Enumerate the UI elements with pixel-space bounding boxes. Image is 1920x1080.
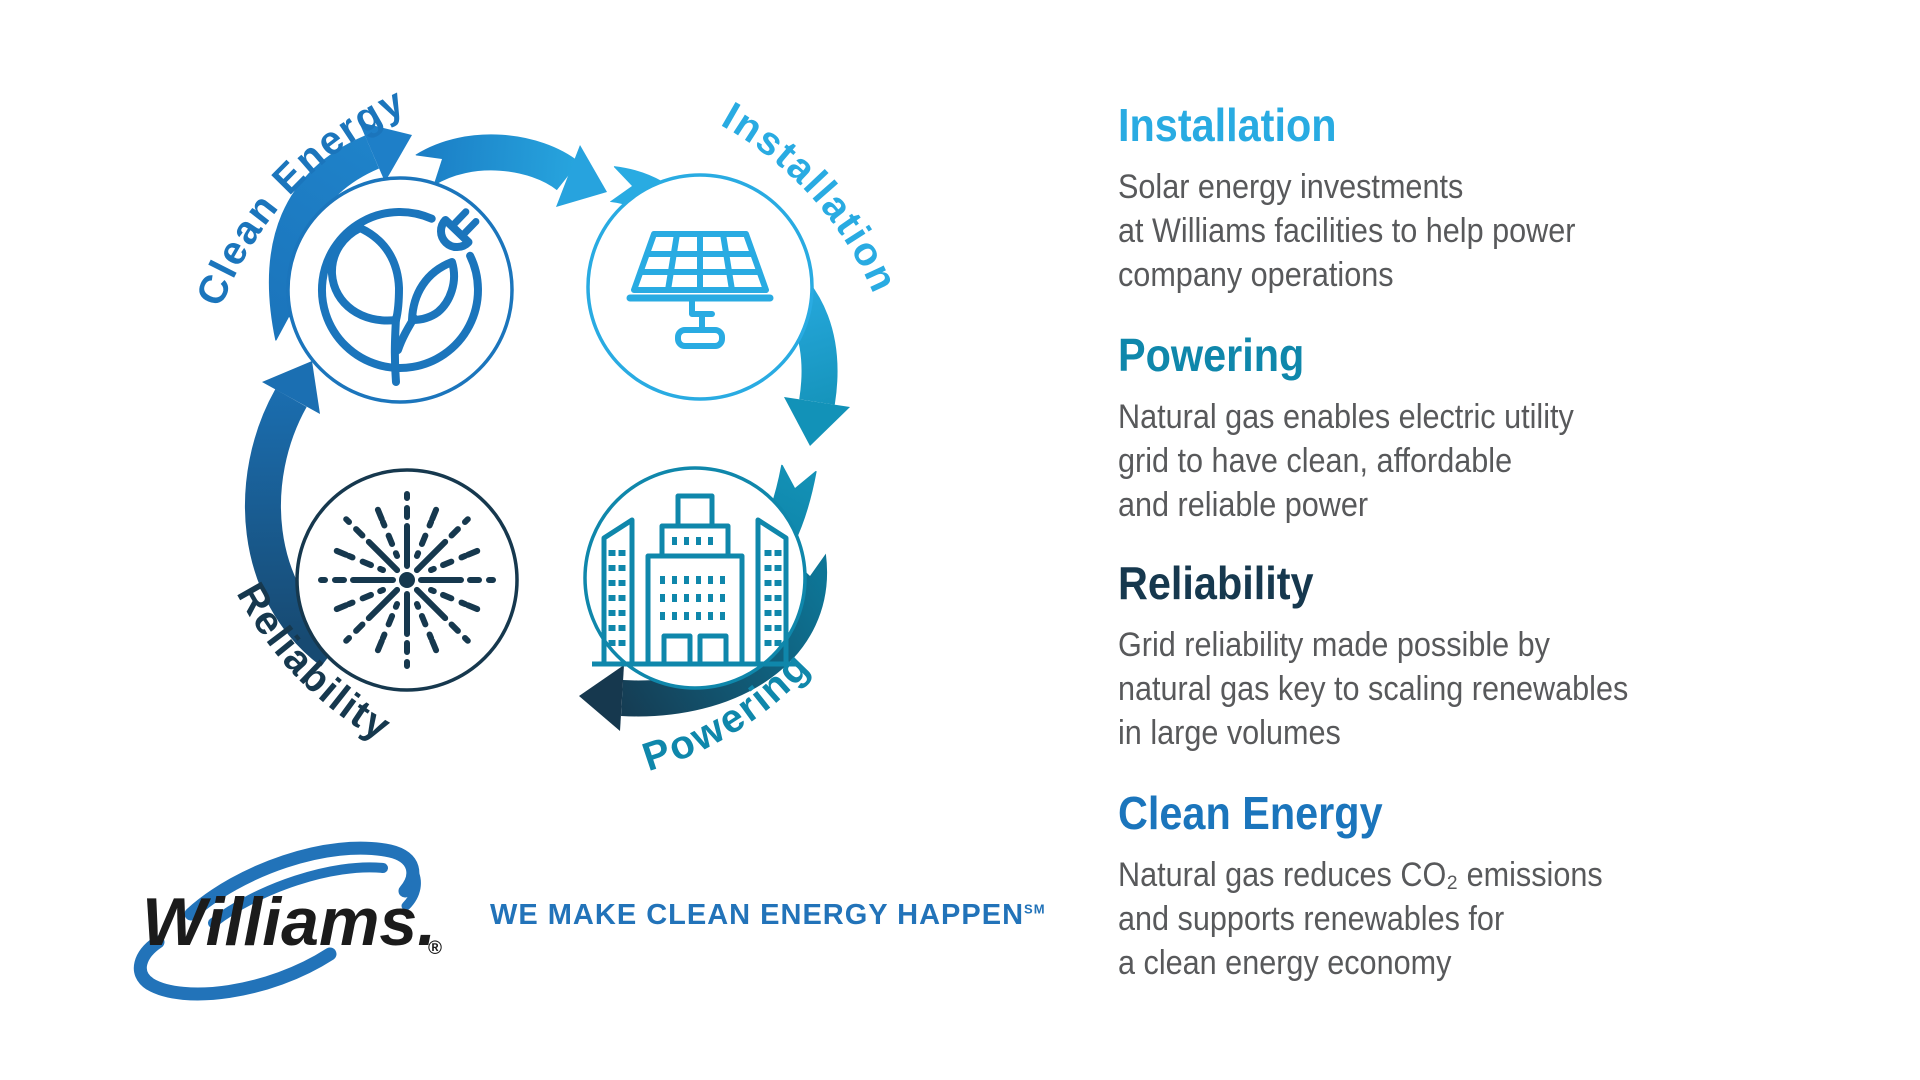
registered-trademark-icon: ® bbox=[428, 938, 442, 959]
section-title-clean-energy: Clean Energy bbox=[1118, 787, 1383, 839]
solar-panel-icon bbox=[626, 231, 774, 349]
section-line: at Williams facilities to help power bbox=[1118, 211, 1576, 250]
building-icon bbox=[592, 493, 798, 667]
tagline: WE MAKE CLEAN ENERGY HAPPENSM bbox=[490, 899, 1046, 932]
section-line: Natural gas enables electric utility bbox=[1118, 397, 1574, 436]
section-line: in large volumes bbox=[1118, 713, 1341, 752]
section-line: grid to have clean, affordable bbox=[1118, 441, 1513, 480]
section-line: Natural gas reduces CO₂ emissions bbox=[1118, 855, 1603, 894]
williams-logo: Williams. ® bbox=[133, 841, 442, 1001]
section-title-powering: Powering bbox=[1118, 329, 1305, 381]
section-line: Solar energy investments bbox=[1118, 167, 1464, 206]
section-powering: Powering Natural gas enables electric ut… bbox=[1118, 330, 1574, 527]
section-line: and reliable power bbox=[1118, 485, 1369, 524]
service-mark-icon: SM bbox=[1024, 901, 1046, 917]
section-installation: Installation Solar energy investments at… bbox=[1118, 100, 1575, 297]
arrow-reliability-to-clean-1 bbox=[244, 361, 344, 667]
cycle-diagram: Clean Energy Installation Reliability Po… bbox=[188, 79, 904, 780]
tagline-text: WE MAKE CLEAN ENERGY HAPPEN bbox=[490, 899, 1025, 931]
leaf-plug-icon bbox=[318, 208, 482, 386]
section-line: and supports renewables for bbox=[1118, 899, 1505, 938]
section-line: Grid reliability made possible by bbox=[1118, 625, 1550, 664]
section-line: natural gas key to scaling renewables bbox=[1118, 669, 1629, 708]
section-line: company operations bbox=[1118, 255, 1394, 294]
section-title-installation: Installation bbox=[1118, 99, 1337, 151]
section-title-reliability: Reliability bbox=[1118, 557, 1314, 609]
williams-wordmark: Williams. bbox=[142, 884, 436, 960]
williams-logo-swoosh bbox=[133, 841, 421, 1001]
arrow-clean-to-installation-1 bbox=[413, 134, 607, 207]
section-line: a clean energy economy bbox=[1118, 943, 1452, 982]
starburst-icon bbox=[315, 488, 499, 672]
powering-circle bbox=[583, 466, 807, 690]
section-clean-energy: Clean Energy Natural gas reduces CO₂ emi… bbox=[1118, 788, 1603, 985]
section-reliability: Reliability Grid reliability made possib… bbox=[1118, 558, 1628, 755]
